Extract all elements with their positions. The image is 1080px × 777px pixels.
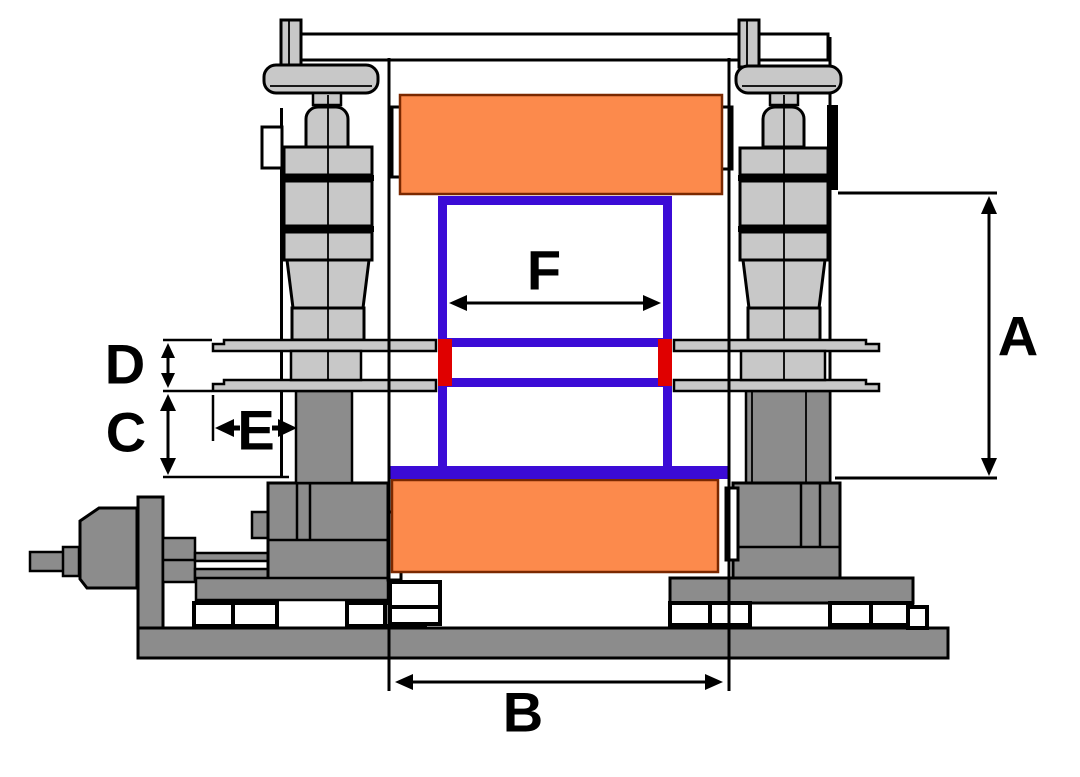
- dim-e-arrow-right: [278, 419, 297, 437]
- left-column: [260, 18, 380, 342]
- shelf-plates: [211, 338, 881, 393]
- dim-f-label: F: [527, 239, 561, 302]
- blue-frame-right-upper: [663, 196, 672, 347]
- base-plate: [136, 626, 950, 660]
- blue-band-upper: [438, 338, 672, 347]
- dim-f: F: [449, 239, 661, 311]
- red-nip-left: [438, 339, 452, 386]
- right-column: [734, 18, 843, 342]
- dimensions: A B D C: [105, 196, 1038, 744]
- gearbox-housing: [266, 481, 390, 581]
- blue-frame-left-upper: [438, 196, 447, 347]
- lever-arm: [262, 63, 380, 95]
- dim-d: D: [105, 333, 212, 396]
- right-column-housing: [731, 481, 842, 580]
- dim-b-arrow-left: [395, 674, 413, 690]
- right-column-lower-stub: [744, 389, 832, 485]
- shaft-coupling: [61, 545, 81, 578]
- blue-frame: [390, 196, 729, 479]
- dim-a-label: A: [998, 305, 1038, 368]
- red-nip-right: [658, 339, 672, 386]
- blue-frame-right-lower: [663, 378, 672, 473]
- motor-shaft: [28, 550, 69, 573]
- right-foot-plate: [668, 576, 915, 605]
- rollers: [390, 93, 724, 574]
- dim-f-arrow-right: [643, 295, 661, 311]
- screw-columns: [211, 18, 881, 393]
- column-side-bar: [827, 105, 838, 190]
- nip-marks: [438, 339, 672, 386]
- lever-arm: [734, 64, 843, 95]
- motor-body: [78, 506, 139, 590]
- left-upper-plate: [211, 338, 438, 353]
- drive-rail-upper: [193, 551, 270, 563]
- dim-e-label: E: [237, 399, 274, 462]
- blue-band-lower: [438, 378, 672, 387]
- dim-a-arrow-down: [981, 458, 997, 476]
- dim-e: E: [211, 395, 297, 462]
- dim-b-label: B: [503, 681, 543, 744]
- top-roller: [398, 93, 724, 196]
- right-between-plate-block: [739, 349, 827, 382]
- handle-bar: [737, 18, 761, 69]
- dim-c-label: C: [106, 401, 146, 464]
- blue-frame-left-lower: [438, 378, 447, 473]
- bottom-roller: [390, 478, 720, 574]
- column-cap: [304, 105, 350, 149]
- right-upper-plate: [672, 338, 881, 353]
- dim-c-arrow-down: [160, 458, 176, 475]
- left-column-lower-stub: [294, 389, 354, 485]
- blue-bottom-bar: [390, 466, 729, 479]
- column-neck: [311, 91, 343, 107]
- dim-a-arrow-up: [981, 196, 997, 214]
- dim-b: B: [395, 674, 723, 744]
- foot-block: [192, 601, 279, 628]
- dim-f-arrow-left: [449, 295, 467, 311]
- foot-block-tall: [388, 580, 442, 626]
- dim-d-arrow-down: [161, 373, 175, 388]
- gearbox-port: [250, 510, 270, 540]
- dim-d-arrow-up: [161, 343, 175, 358]
- dim-c: C: [106, 394, 289, 479]
- dim-c-arrow-up: [160, 394, 176, 411]
- mid-gray-machinery: [28, 389, 950, 660]
- dim-d-label: D: [105, 333, 145, 396]
- gearbox-foot-slab: [194, 576, 390, 602]
- blue-frame-top: [438, 196, 672, 205]
- dim-b-arrow-right: [705, 674, 723, 690]
- dim-e-arrow-left: [215, 419, 234, 437]
- left-between-plate-block: [289, 349, 363, 382]
- motor-flange-plate: [136, 495, 165, 632]
- column-side-tab: [260, 125, 284, 170]
- handle-bar: [279, 18, 303, 69]
- base-step-block: [906, 605, 929, 630]
- left-lower-plate: [211, 378, 438, 393]
- dim-a: A: [981, 196, 1038, 476]
- right-lower-plate: [672, 378, 881, 393]
